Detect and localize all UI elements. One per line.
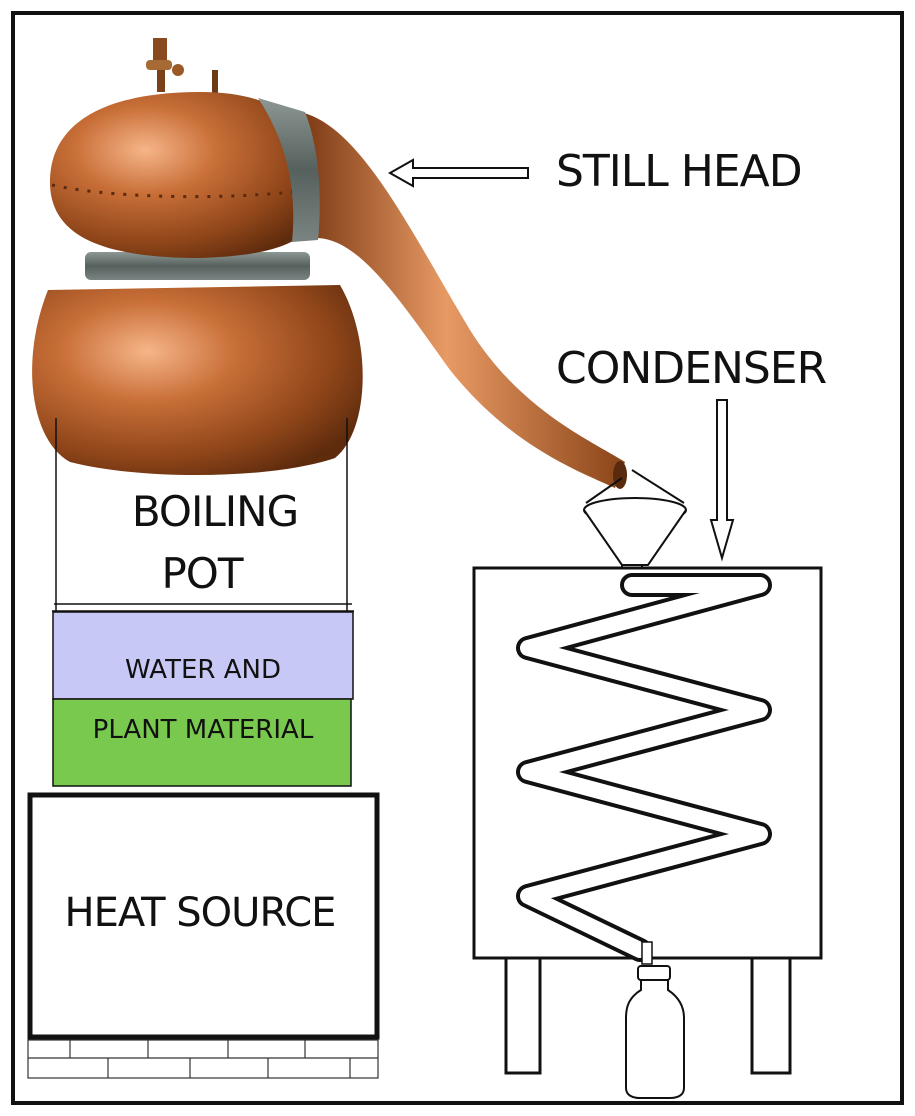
condenser-arrow (709, 399, 735, 562)
plant-layer (52, 698, 352, 787)
still-head-arrow (387, 158, 529, 188)
neck-band (85, 252, 310, 280)
heat-source-box (27, 792, 380, 1040)
valve-icon (146, 38, 218, 96)
plant-label: PLANT MATERIAL (93, 715, 314, 745)
outer-frame (11, 11, 904, 1105)
copper-still (32, 38, 627, 489)
still-pot-body (32, 285, 363, 476)
condenser-label: CONDENSER (556, 343, 827, 394)
rivet-line (51, 183, 323, 199)
coil-outlet (641, 941, 653, 965)
still-head-label: STILL HEAD (556, 146, 802, 197)
pipe-outlet (613, 461, 627, 489)
collection-bottle-icon (625, 965, 685, 1099)
heat-source-label: HEAT SOURCE (65, 890, 336, 936)
still-head-dome (49, 92, 322, 258)
water-layer (52, 611, 354, 700)
head-collar (258, 98, 320, 242)
boiling-label-line1: BOILING (132, 487, 298, 536)
boiling-pot-section (52, 418, 354, 612)
boiling-label-line2: POT (161, 549, 243, 598)
water-label: WATER AND (125, 655, 281, 685)
condenser-leg-right (750, 956, 792, 1075)
brick-base (27, 1039, 379, 1079)
condenser-leg-left (504, 956, 542, 1075)
condenser-coil-inner (520, 577, 768, 958)
lyne-arm-pipe (300, 112, 625, 488)
